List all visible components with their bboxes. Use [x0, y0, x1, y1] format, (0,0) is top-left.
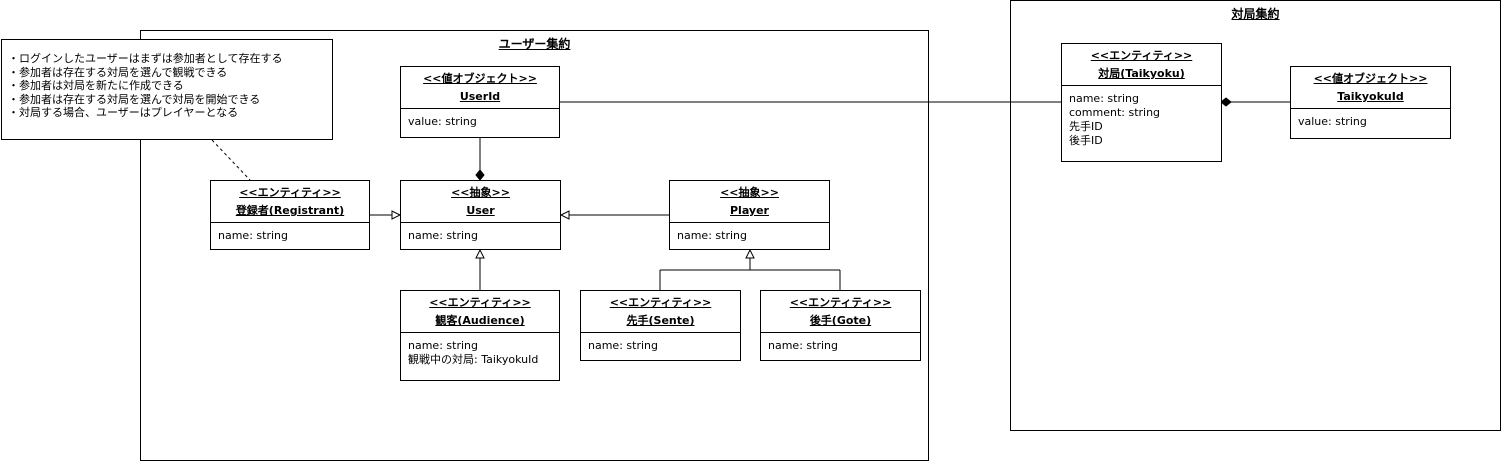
- class-stereotype: <<抽象>>: [720, 186, 779, 199]
- note-line: ・ログインしたユーザーはまずは参加者として存在する: [8, 52, 283, 65]
- class-header: <<値オブジェクト>> UserId: [401, 67, 559, 109]
- class-name: 対局(Taikyoku): [1098, 67, 1185, 80]
- class-stereotype: <<抽象>>: [451, 186, 510, 199]
- note-line: ・対局する場合、ユーザーはプレイヤーとなる: [8, 106, 239, 119]
- class-header: <<エンティティ>> 観客(Audience): [401, 291, 559, 333]
- note-line: ・参加者は対局を新たに作成できる: [8, 79, 184, 92]
- class-player: <<抽象>> Player name: string: [669, 180, 830, 250]
- class-gote: <<エンティティ>> 後手(Gote) name: string: [760, 290, 921, 361]
- class-name: User: [466, 204, 495, 217]
- class-taikyoku: <<エンティティ>> 対局(Taikyoku) name: string com…: [1061, 43, 1222, 162]
- class-attribute: value: string: [408, 115, 477, 128]
- class-attribute: 先手ID: [1069, 120, 1103, 133]
- class-stereotype: <<値オブジェクト>>: [423, 72, 537, 85]
- class-attributes: name: string: [211, 223, 369, 249]
- class-name: 登録者(Registrant): [235, 204, 345, 217]
- class-attribute: name: string: [408, 229, 478, 242]
- class-name: 観客(Audience): [435, 314, 525, 327]
- requirements-note: ・ログインしたユーザーはまずは参加者として存在する ・参加者は存在する対局を選ん…: [1, 39, 333, 140]
- generalization-arrowhead: [559, 210, 570, 220]
- class-stereotype: <<エンティティ>>: [1090, 49, 1193, 62]
- class-stereotype: <<エンティティ>>: [609, 296, 712, 309]
- class-attribute: name: string: [218, 229, 288, 242]
- class-attribute: name: string: [1069, 92, 1139, 105]
- class-user: <<抽象>> User name: string: [400, 180, 561, 250]
- composition-diamond: [475, 169, 485, 181]
- generalization-arrowhead: [391, 210, 402, 220]
- class-stereotype: <<値オブジェクト>>: [1313, 72, 1428, 85]
- class-attributes: name: string: [761, 333, 920, 359]
- class-attribute: comment: string: [1069, 106, 1161, 119]
- class-attribute: name: string: [408, 339, 478, 352]
- class-name: TaikyokuId: [1337, 90, 1404, 103]
- class-attribute: name: string: [768, 339, 838, 352]
- class-sente: <<エンティティ>> 先手(Sente) name: string: [580, 290, 741, 361]
- composition-diamond: [1220, 97, 1232, 107]
- generalization-arrowhead: [745, 248, 755, 259]
- class-attribute: 後手ID: [1069, 134, 1103, 147]
- class-header: <<エンティティ>> 先手(Sente): [581, 291, 740, 333]
- note-line: ・参加者は存在する対局を選んで対局を開始できる: [8, 92, 261, 106]
- class-registrant: <<エンティティ>> 登録者(Registrant) name: string: [210, 180, 370, 250]
- class-header: <<エンティティ>> 後手(Gote): [761, 291, 920, 333]
- class-attribute: name: string: [677, 229, 747, 242]
- class-stereotype: <<エンティティ>>: [429, 296, 531, 309]
- class-attributes: name: string: [581, 333, 740, 359]
- class-attribute: value: string: [1298, 115, 1367, 128]
- class-audience: <<エンティティ>> 観客(Audience) name: string 観戦中…: [400, 290, 560, 381]
- class-name: 後手(Gote): [809, 314, 872, 327]
- class-name: 先手(Sente): [626, 314, 695, 327]
- class-attributes: name: string comment: string 先手ID 後手ID: [1062, 86, 1221, 154]
- match-aggregate-title: 対局集約: [1231, 7, 1280, 21]
- class-attributes: name: string: [670, 223, 829, 249]
- class-header: <<抽象>> Player: [670, 181, 829, 223]
- class-attribute: name: string: [588, 339, 658, 352]
- class-attributes: value: string: [401, 109, 559, 135]
- class-stereotype: <<エンティティ>>: [239, 186, 341, 199]
- class-attribute: 観戦中の対局: TaikyokuId: [408, 353, 539, 366]
- class-taikyokuid: <<値オブジェクト>> TaikyokuId value: string: [1290, 66, 1451, 139]
- note-line: ・参加者は存在する対局を選んで観戦できる: [8, 65, 228, 79]
- class-attributes: name: string 観戦中の対局: TaikyokuId: [401, 333, 559, 373]
- class-name: Player: [730, 204, 769, 217]
- class-header: <<抽象>> User: [401, 181, 560, 223]
- class-attributes: value: string: [1291, 109, 1450, 135]
- class-name: UserId: [459, 90, 501, 103]
- class-header: <<値オブジェクト>> TaikyokuId: [1291, 67, 1450, 109]
- class-userid: <<値オブジェクト>> UserId value: string: [400, 66, 560, 138]
- class-attributes: name: string: [401, 223, 560, 249]
- user-aggregate-title: ユーザー集約: [498, 37, 571, 51]
- class-header: <<エンティティ>> 対局(Taikyoku): [1062, 44, 1221, 86]
- class-header: <<エンティティ>> 登録者(Registrant): [211, 181, 369, 223]
- generalization-arrowhead: [475, 248, 485, 259]
- class-stereotype: <<エンティティ>>: [789, 296, 892, 309]
